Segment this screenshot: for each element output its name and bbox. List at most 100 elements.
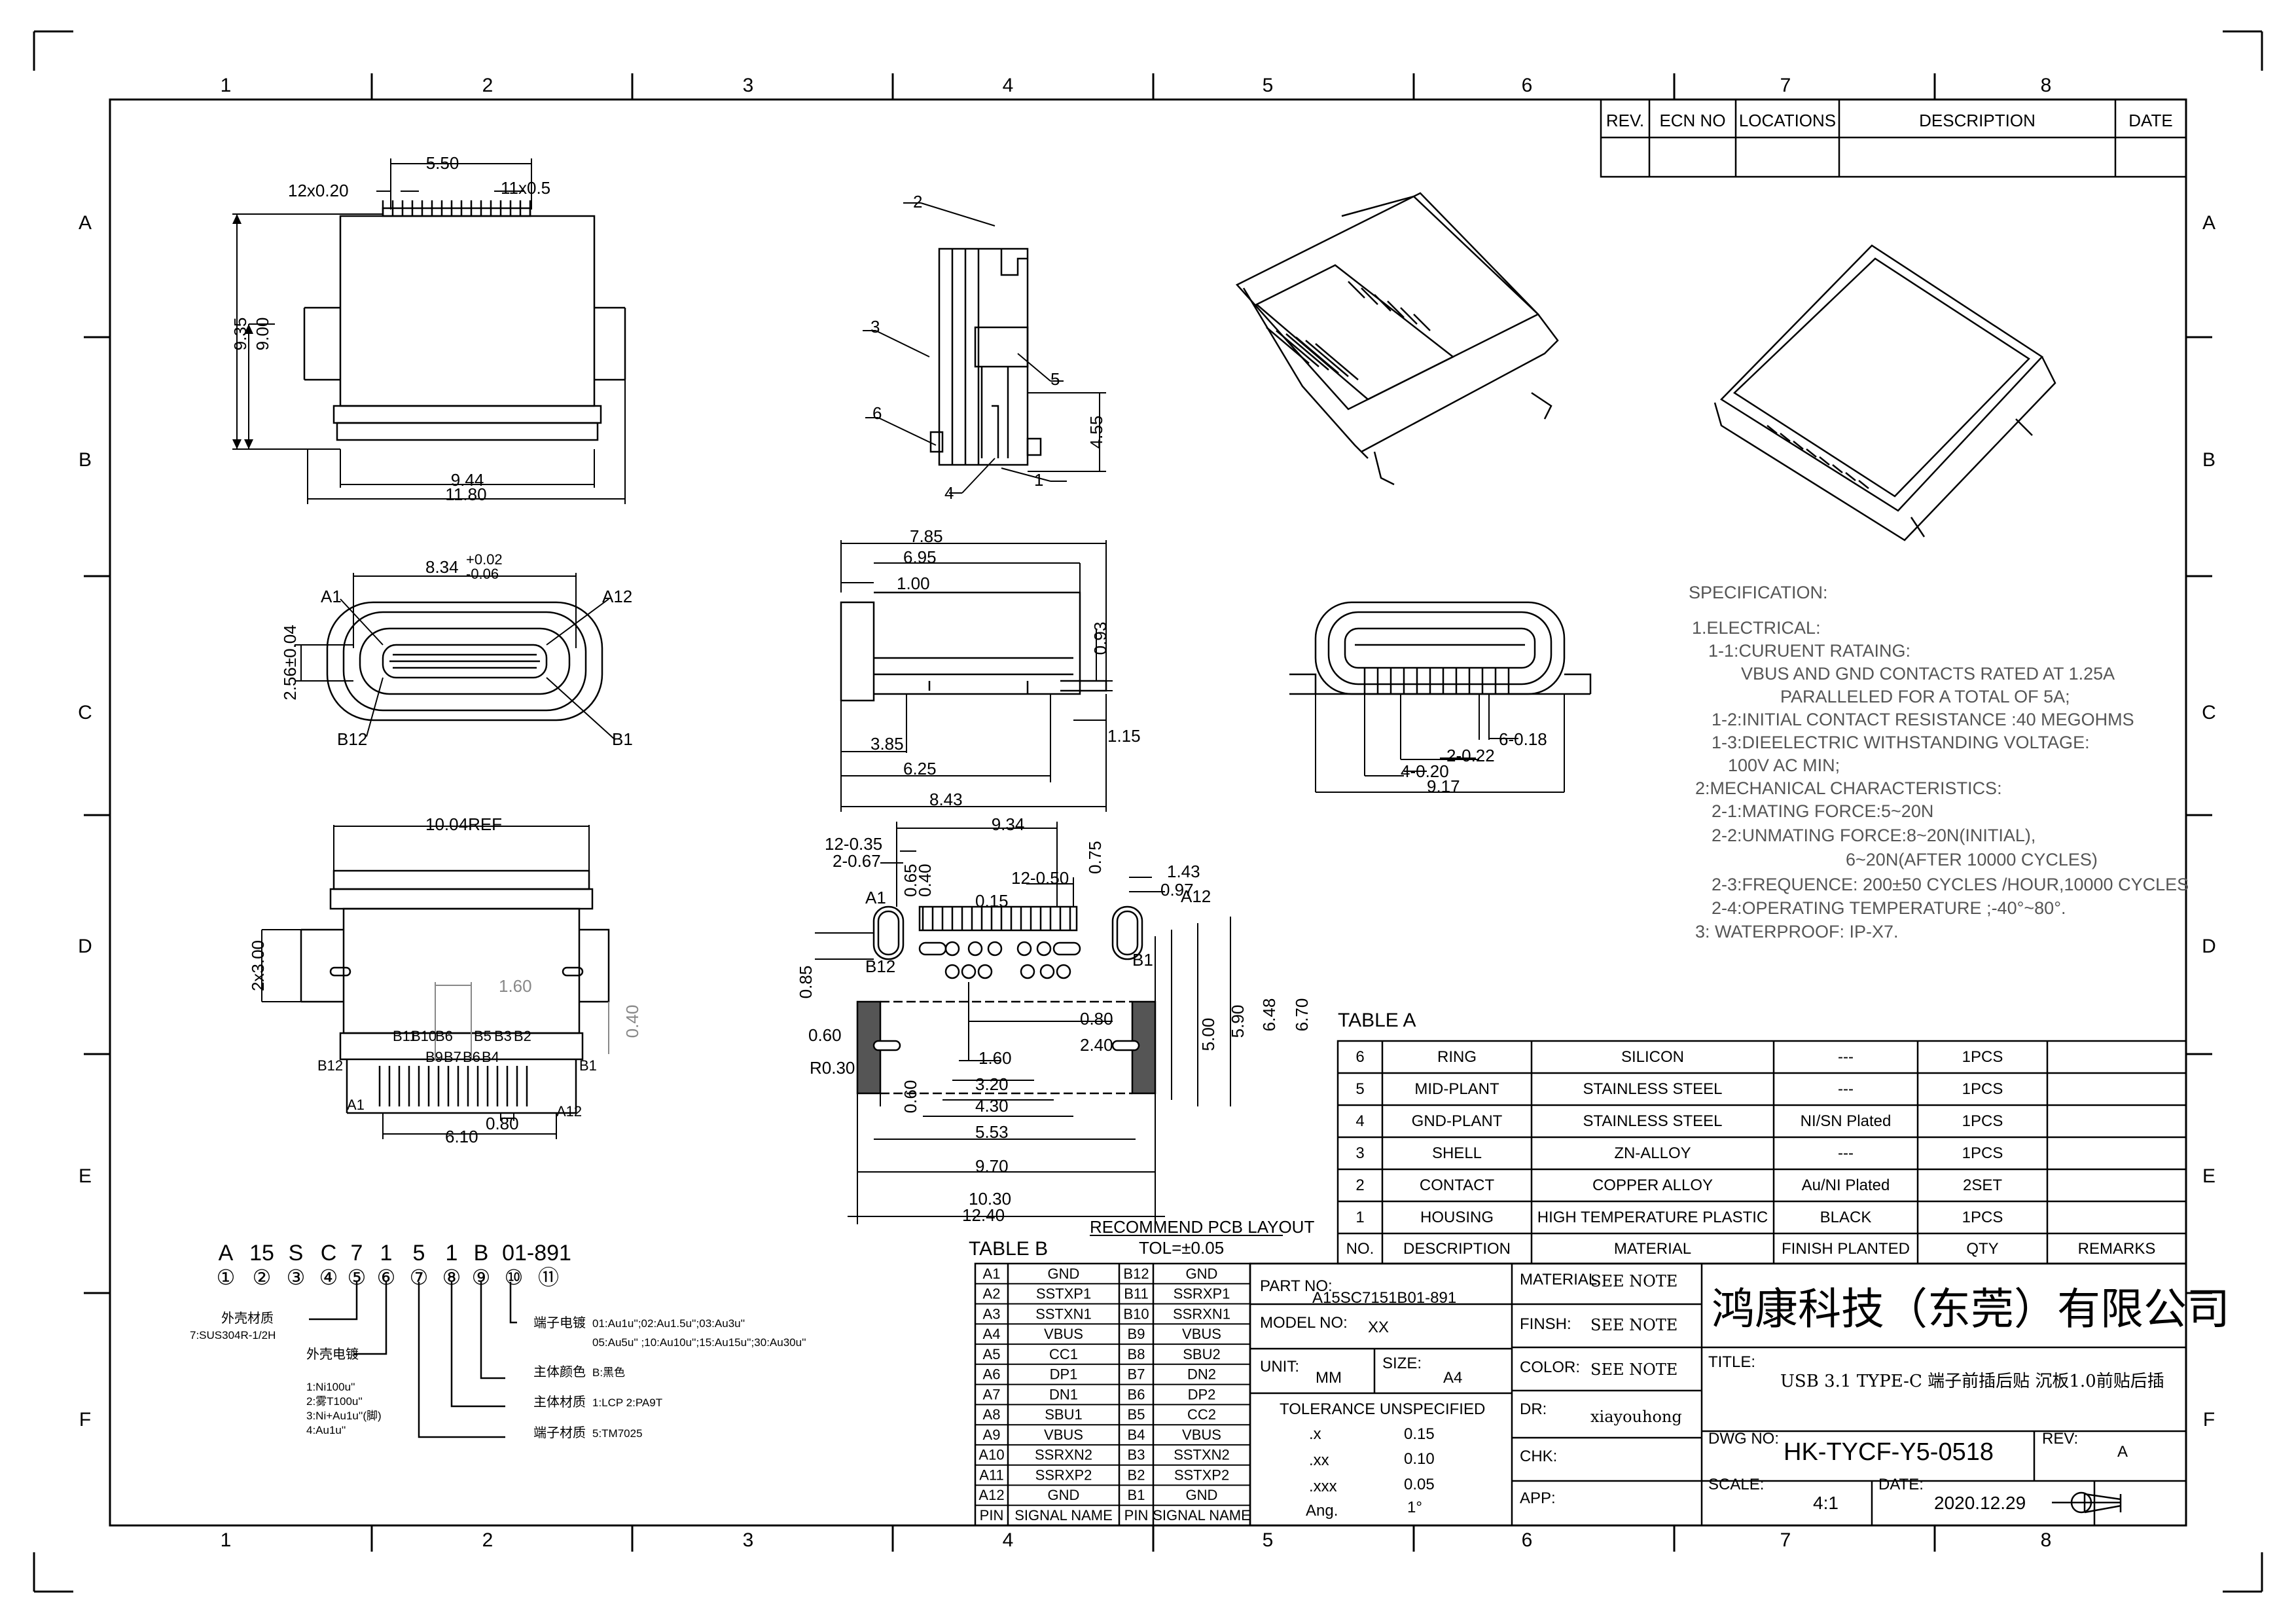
dim-front-tol-up: +0.02 — [466, 551, 503, 568]
date-header: DATE — [2128, 111, 2172, 130]
table-a-cell: COPPER ALLOY — [1592, 1176, 1713, 1194]
dim-side-height: 4.55 — [1086, 416, 1106, 449]
specification: SPECIFICATION: 1.ELECTRICAL: 1-1:CURUENT… — [1689, 583, 2189, 941]
tolerance-title: TOLERANCE UNSPECIFIED — [1280, 1400, 1485, 1418]
dim-section-1: 7.85 — [910, 526, 943, 546]
dim-front-width: 8.34 — [425, 557, 459, 577]
zone-row-b: B — [79, 449, 92, 471]
revision-table: REV. ECN NO LOCATIONS DESCRIPTION DATE — [1600, 98, 2187, 178]
table-b-cell: A8 — [983, 1406, 1001, 1423]
terminal-plating-label: 端子电镀 — [533, 1315, 586, 1330]
pin-a12-front: A12 — [602, 587, 632, 606]
model-no-label: MODEL NO: — [1260, 1314, 1348, 1332]
table-b-cell: B10 — [1123, 1305, 1149, 1322]
table-a-cell: CONTACT — [1420, 1176, 1495, 1194]
spec-line-10: 2-2:UNMATING FORCE:8~20N(INITIAL), — [1712, 826, 2036, 845]
callout-1: 1 — [1034, 470, 1043, 490]
description-header: DESCRIPTION — [1919, 111, 2036, 130]
table-a-cell: Au/NI Plated — [1802, 1176, 1890, 1194]
pin-a12-pcb: A12 — [1181, 886, 1211, 906]
dim-top-pins-left: 12x0.20 — [288, 181, 349, 200]
shell-plating-label: 外壳电镀 — [306, 1347, 359, 1362]
terminal-material-value: 5:TM7025 — [592, 1427, 643, 1440]
material-label: MATERIAL: — [1520, 1271, 1602, 1288]
dim-pcb-160: 1.60 — [978, 1048, 1012, 1068]
table-a-cell: 1PCS — [1962, 1209, 2003, 1226]
front-view — [295, 573, 616, 740]
table-a-cell: 1PCS — [1962, 1144, 2003, 1162]
shell-plating-opt-3: 3:Ni+Au1u''(脚) — [306, 1410, 382, 1422]
pin-a1-pcb: A1 — [865, 888, 886, 907]
body-material-value: 1:LCP 2:PA9T — [592, 1396, 662, 1409]
table-a-cell: 1PCS — [1962, 1112, 2003, 1130]
dim-pcb-500: 5.00 — [1198, 1018, 1218, 1051]
zone-col-2-bottom: 2 — [482, 1529, 493, 1551]
shell-material-label: 外壳材质 — [221, 1311, 274, 1326]
part-code-letter: 7 — [351, 1241, 363, 1266]
table-a-header: REMARKS — [2078, 1240, 2156, 1258]
terminal-plating-opt-2: 05:Au5u'' ;10:Au10u'';15:Au15u'';30:Au30… — [592, 1336, 806, 1349]
pcb-title: RECOMMEND PCB LAYOUT — [1090, 1217, 1314, 1237]
zone-col-2: 2 — [482, 75, 493, 96]
zone-row-e-right: E — [2202, 1165, 2215, 1187]
shell-plating-opt-1: 1:Ni100u'' — [306, 1381, 355, 1393]
spec-line-11: 6~20N(AFTER 10000 CYCLES) — [1846, 850, 2098, 869]
table-a-cell: 3 — [1355, 1144, 1364, 1162]
date-value: 2020.12.29 — [1934, 1493, 2026, 1513]
table-a-cell: --- — [1838, 1048, 1854, 1066]
table-a-header: NO. — [1346, 1240, 1374, 1258]
dim-pcb-1030: 10.30 — [969, 1189, 1011, 1209]
section-view — [840, 540, 1113, 812]
pin-b12-bottom: B12 — [317, 1057, 343, 1074]
dim-bottom-pitch: 2x3.00 — [248, 940, 268, 991]
dim-pcb-r030: R0.30 — [810, 1058, 855, 1078]
zone-col-4-bottom: 4 — [1003, 1529, 1014, 1551]
table-a-cell: 2SET — [1963, 1176, 2002, 1194]
zone-col-3-bottom: 3 — [743, 1529, 754, 1551]
table-b-header: SIGNAL NAME — [1153, 1507, 1251, 1523]
table-a-cell: ZN-ALLOY — [1614, 1144, 1691, 1162]
shell-plating-opt-4: 4:Au1u'' — [306, 1424, 346, 1436]
iso-view-2 — [1713, 244, 2056, 541]
zone-col-8: 8 — [2041, 75, 2052, 96]
top-view — [232, 158, 626, 504]
material-value: SEE NOTE — [1590, 1272, 1677, 1290]
pin-b7: B7 — [444, 1049, 461, 1065]
callout-4: 4 — [944, 483, 954, 503]
part-code-letter: S — [289, 1241, 304, 1266]
part-code-number: ⑩ — [505, 1266, 524, 1289]
table-b-cell: B6 — [1128, 1386, 1145, 1402]
spec-line-5: 1-2:INITIAL CONTACT RESISTANCE :40 MEGOH… — [1712, 710, 2134, 729]
table-b-cell: A2 — [983, 1286, 1001, 1302]
dim-pcb-12-050: 12-0.50 — [1011, 868, 1069, 888]
dr-label: DR: — [1520, 1400, 1547, 1418]
dim-front2-4: 9.17 — [1427, 776, 1460, 796]
zone-col-6-bottom: 6 — [1522, 1529, 1533, 1551]
table-a-cell: 1 — [1355, 1209, 1364, 1226]
table-b-header: SIGNAL NAME — [1014, 1507, 1113, 1523]
pin-b5: B5 — [474, 1028, 492, 1044]
table-a-cell: 6 — [1355, 1048, 1364, 1066]
table-b-cell: A3 — [983, 1305, 1001, 1322]
table-a-cell: 2 — [1355, 1176, 1364, 1194]
scale-label: SCALE: — [1708, 1476, 1764, 1493]
table-b-cell: SSRXP2 — [1035, 1467, 1092, 1484]
size-value: A4 — [1443, 1369, 1462, 1387]
table-b-cell: GND — [1186, 1487, 1218, 1503]
part-no-value: A15SC7151B01-891 — [1312, 1289, 1456, 1307]
table-b-cell: CC1 — [1049, 1346, 1078, 1362]
table-a-cell: NI/SN Plated — [1801, 1112, 1892, 1130]
tol-ang-label: Ang. — [1306, 1502, 1338, 1520]
dim-pcb-075: 0.75 — [1085, 841, 1105, 874]
zone-row-a-right: A — [2202, 212, 2215, 234]
dim-top-height-inner: 9.00 — [253, 318, 272, 351]
dim-pcb-670: 6.70 — [1292, 998, 1312, 1032]
table-b-cell: B3 — [1128, 1447, 1145, 1463]
table-a-cell: HIGH TEMPERATURE PLASTIC — [1537, 1209, 1768, 1226]
pin-b12-pcb: B12 — [865, 957, 895, 976]
table-a-header: DESCRIPTION — [1403, 1240, 1511, 1258]
zone-row-a: A — [79, 212, 92, 234]
